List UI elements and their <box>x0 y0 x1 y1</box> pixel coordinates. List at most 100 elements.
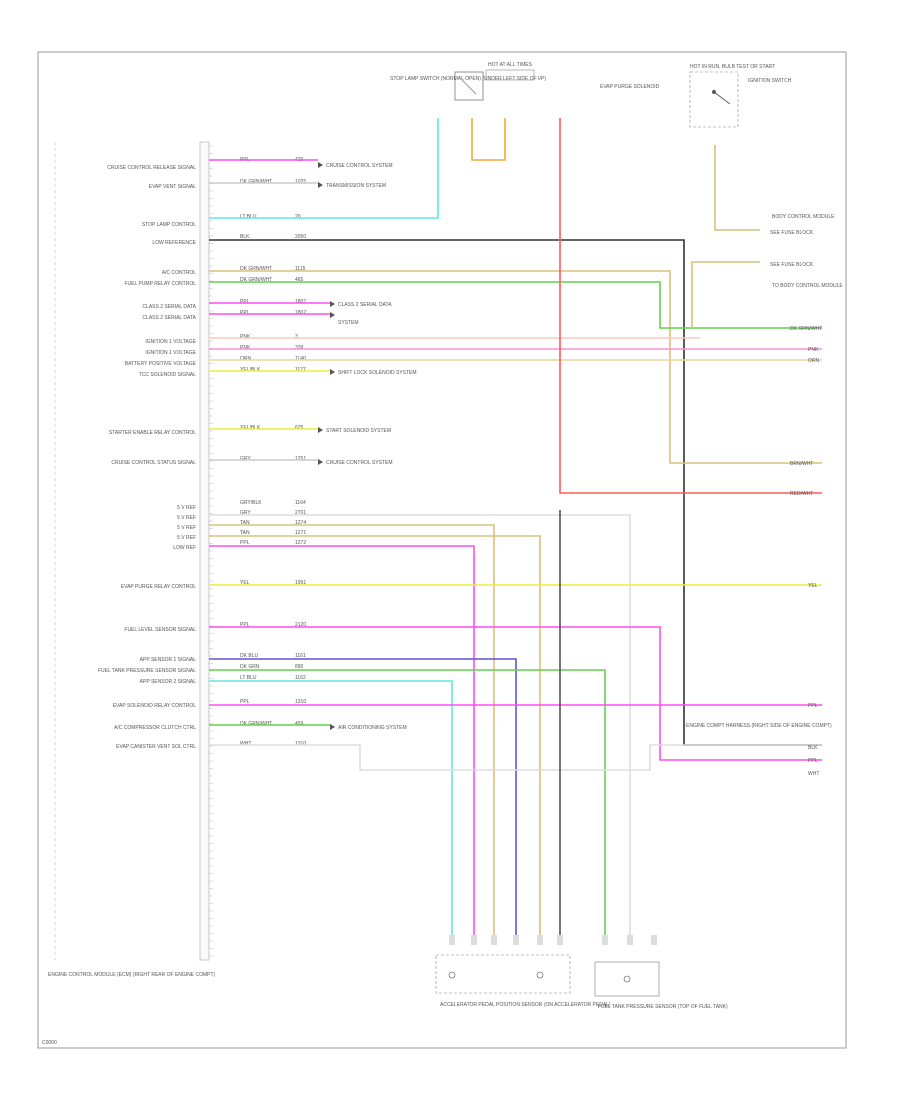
wire-color-label: GRY/BLK <box>240 500 262 506</box>
wire-color-label: ORN <box>240 356 252 362</box>
sensor-connector-pins <box>449 935 657 945</box>
component-label: HOT AT ALL TIMES <box>488 62 533 68</box>
destination-label: AIR CONDITIONING SYSTEM <box>338 725 407 731</box>
destination-label: START SOLENOID SYSTEM <box>326 428 391 434</box>
signal-label: EVAP CANISTER VENT SOL CTRL <box>116 744 196 750</box>
right-edge-tags: DK GRN/WHT PNK ORN BRN/WHT RED/WHT YEL P… <box>790 326 822 777</box>
signal-label: 5 V REF <box>177 515 196 521</box>
wire-circuit-label: 1274 <box>295 520 306 526</box>
wire-color-label: DK GRN/WHT <box>240 179 272 185</box>
wire-circuit-label: 1272 <box>295 540 306 546</box>
wire-circuit-label: 2120 <box>295 622 306 628</box>
signal-label: A/C CONTROL <box>162 270 196 276</box>
wire-color-label: BLK <box>240 234 250 240</box>
wire-circuit-label: 1164 <box>295 500 306 506</box>
wire-color-label: DK GRN/WHT <box>240 277 272 283</box>
wire-circuit-label: 1310 <box>295 741 306 747</box>
wire-circuit-label: 1251 <box>295 456 306 462</box>
wire-fuel-level <box>209 626 822 761</box>
wire-circuit-label: 1991 <box>295 580 306 586</box>
signal-label: LOW REF <box>173 545 196 551</box>
signal-label: TCC SOLENOID SIGNAL <box>139 372 196 378</box>
wire-app1 <box>209 658 517 940</box>
switch-contact-icon <box>461 79 477 95</box>
component-label: TO BODY CONTROL MODULE <box>772 283 843 289</box>
wire-color-label: PPL <box>240 540 250 546</box>
signal-label: 5 V REF <box>177 525 196 531</box>
destination-label: SHIFT LOCK SOLENOID SYSTEM <box>338 370 417 376</box>
wire-circuit-label: 2701 <box>295 510 306 516</box>
wire-circuit-label: 465 <box>295 277 304 283</box>
right-tag: PPL <box>808 758 818 764</box>
wire-circuit-label: 1161 <box>295 653 306 659</box>
signal-label: APP SENSOR 2 SIGNAL <box>140 679 197 685</box>
signal-label: 5 V REF <box>177 535 196 541</box>
arrow-right-icon <box>318 162 323 168</box>
ecm-connector-body <box>199 141 210 961</box>
arrow-right-icon <box>330 312 335 318</box>
arrow-right-icon <box>318 459 323 465</box>
wire-ign-switch-feed <box>714 145 760 231</box>
wire-stop-lamp-loop <box>471 118 506 161</box>
signal-label: A/C COMPRESSOR CLUTCH CTRL <box>114 725 196 731</box>
wire-canister-vent <box>209 744 822 771</box>
wire-circuit-label: 20 <box>295 214 301 220</box>
wire-circuit-label: 2050 <box>295 234 306 240</box>
wire-circuit-label: 890 <box>295 664 304 670</box>
signal-label: LOW REFERENCE <box>152 240 196 246</box>
signal-label: IGNITION 1 VOLTAGE <box>145 350 196 356</box>
signal-label: FUEL PUMP RELAY CONTROL <box>125 281 197 287</box>
destination-labels: CRUISE CONTROL SYSTEM TRANSMISSION SYSTE… <box>318 162 417 731</box>
arrow-right-icon <box>318 182 323 188</box>
wire-color-label: WHT <box>240 741 251 747</box>
sensor-icon <box>448 971 456 979</box>
right-tag: YEL <box>808 583 818 589</box>
ecm-module-name: ENGINE CONTROL MODULE (ECM) (RIGHT REAR … <box>48 972 216 978</box>
wire-color-label: DK BLU <box>240 653 258 659</box>
arrow-right-icon <box>330 724 335 730</box>
wire-color-label: GRY <box>240 510 251 516</box>
wire-color-label: LT BLU <box>240 675 257 681</box>
hot-at-all-times: HOT AT ALL TIMES <box>485 62 535 81</box>
signal-label: STOP LAMP CONTROL <box>142 222 196 228</box>
signal-label: EVAP VENT SIGNAL <box>149 184 196 190</box>
right-tag: BLK <box>808 745 818 751</box>
destination-label: CLASS 2 SERIAL DATA <box>338 302 392 308</box>
signal-label: CLASS 2 SERIAL DATA <box>142 315 196 321</box>
fuel-tank-pressure-sensor: FUEL TANK PRESSURE SENSOR (TOP OF FUEL T… <box>594 961 728 1010</box>
right-tag: BRN/WHT <box>790 461 813 467</box>
wire-color-label: DK GRN/WHT <box>240 266 272 272</box>
wire-circuit-label: 1140 <box>295 356 306 362</box>
wire-fuel-pump-relay <box>209 281 822 329</box>
wire-color-label: PPL <box>240 699 250 705</box>
right-tag: ORN <box>808 358 820 364</box>
wire-color-label: DK GRN <box>240 664 260 670</box>
ecm-connector <box>54 141 213 961</box>
signal-label: 5 V REF <box>177 505 196 511</box>
signal-label: EVAP PURGE RELAY CONTROL <box>121 584 196 590</box>
sensor-icon <box>536 971 544 979</box>
wire-circuit-label: 1807 <box>295 299 306 305</box>
wire-low-ref <box>209 545 475 940</box>
wire-color-label: YEL <box>240 580 250 586</box>
wire-circuit-label: 1115 <box>295 266 306 272</box>
stop-lamp-switch: STOP LAMP SWITCH (NORMAL OPEN) (UNDER LE… <box>390 71 546 101</box>
signal-label: FUEL LEVEL SENSOR SIGNAL <box>124 627 196 633</box>
sensor-icon <box>623 975 631 983</box>
wire-color-label: TAN <box>240 530 250 536</box>
diagram-footer-code: C0000 <box>42 1040 57 1046</box>
wire-color-label: PPL <box>240 622 250 628</box>
destination-label: CRUISE CONTROL SYSTEM <box>326 163 393 169</box>
component-label: IGNITION SWITCH <box>748 78 792 84</box>
wire-circuit-label: 3 <box>295 334 298 340</box>
destination-label: CRUISE CONTROL SYSTEM <box>326 460 393 466</box>
destination-label: SYSTEM <box>338 320 359 326</box>
arrow-right-icon <box>318 427 323 433</box>
wire-ac-control <box>209 270 822 464</box>
right-tag: SEE FUSE BLOCK <box>770 230 814 236</box>
wire-fuel-tank-pressure <box>209 669 606 940</box>
wire-circuit-label: 1025 <box>295 179 306 185</box>
component-label: STOP LAMP SWITCH (NORMAL OPEN) (UNDER LE… <box>390 76 546 82</box>
wire-circuit-label: 1807 <box>295 310 306 316</box>
